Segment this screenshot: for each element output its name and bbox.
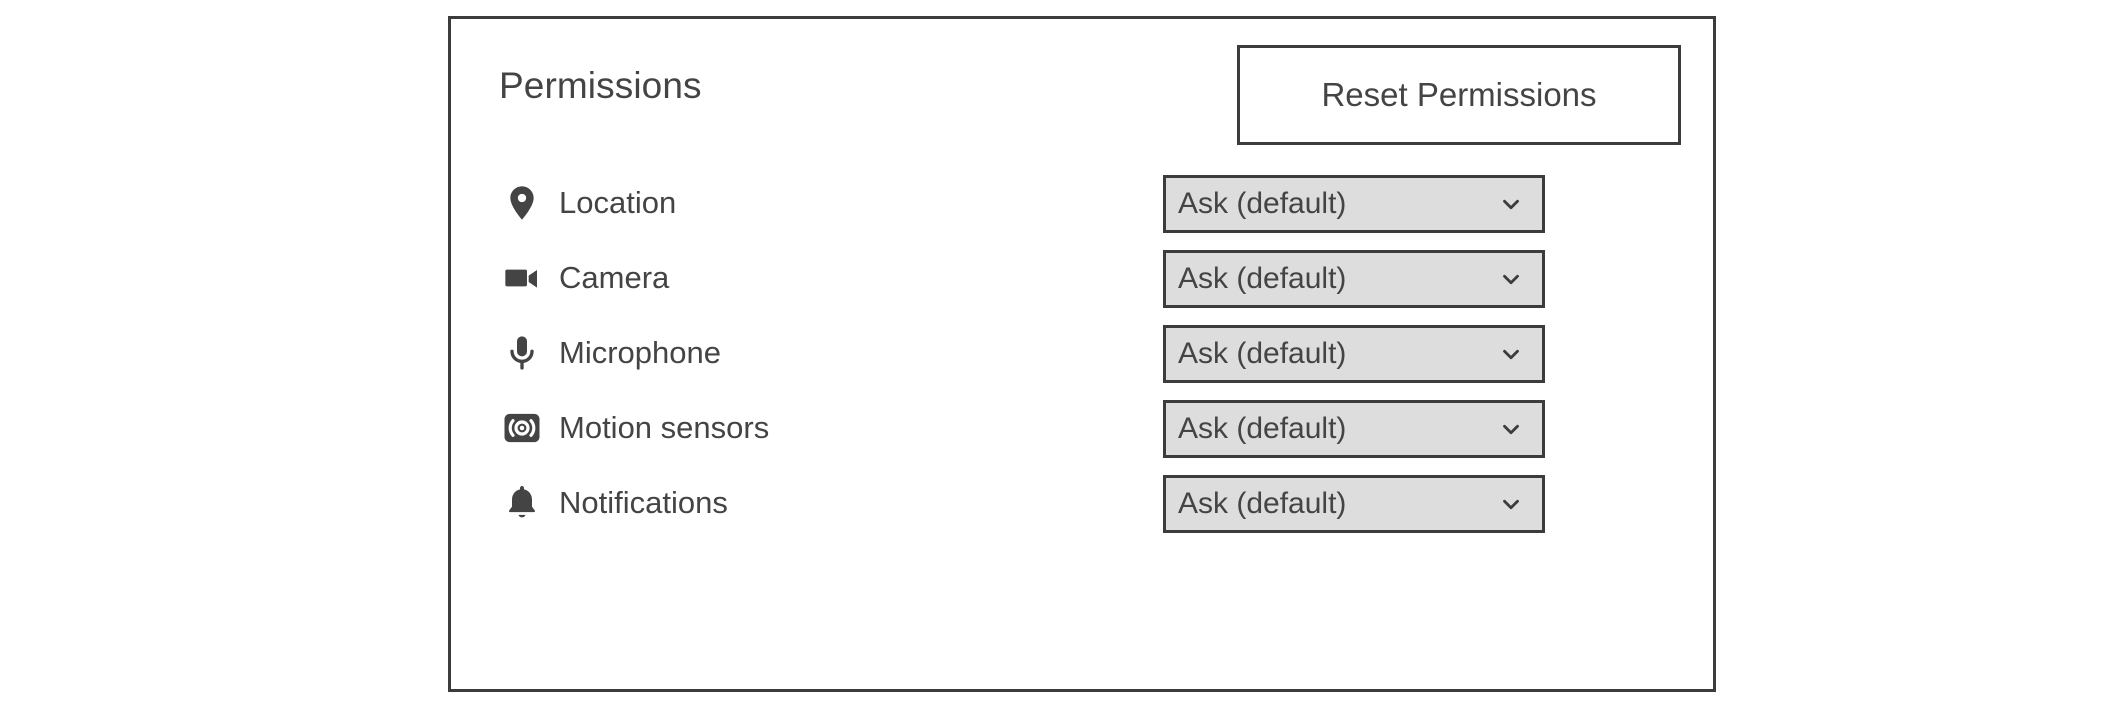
reset-permissions-button[interactable]: Reset Permissions: [1237, 45, 1681, 145]
card-header: Permissions Reset Permissions: [451, 19, 1713, 165]
chevron-down-icon: [1488, 328, 1534, 380]
permission-select-wrapper: Ask (default): [1163, 250, 1545, 308]
chevron-down-icon: [1488, 178, 1534, 230]
permission-row-camera: Camera Ask (default): [451, 240, 1713, 315]
chevron-down-icon: [1488, 403, 1534, 455]
permission-label: Microphone: [559, 334, 721, 370]
permission-select-wrapper: Ask (default): [1163, 175, 1545, 233]
permission-label-group: Motion sensors: [499, 390, 769, 465]
location-pin-icon: [499, 180, 545, 226]
permission-select-microphone[interactable]: Ask (default): [1163, 325, 1545, 383]
permission-label: Notifications: [559, 484, 728, 520]
permission-select-value: Ask (default): [1178, 262, 1347, 295]
page-title: Permissions: [499, 65, 702, 106]
permission-label-group: Location: [499, 165, 676, 240]
permission-select-value: Ask (default): [1178, 187, 1347, 220]
permission-select-notifications[interactable]: Ask (default): [1163, 475, 1545, 533]
permission-select-wrapper: Ask (default): [1163, 400, 1545, 458]
permission-label-group: Camera: [499, 240, 669, 315]
permission-select-wrapper: Ask (default): [1163, 475, 1545, 533]
permission-select-value: Ask (default): [1178, 337, 1347, 370]
permission-row-microphone: Microphone Ask (default): [451, 315, 1713, 390]
permission-select-value: Ask (default): [1178, 487, 1347, 520]
permission-select-camera[interactable]: Ask (default): [1163, 250, 1545, 308]
videocam-icon: [499, 255, 545, 301]
permission-label: Location: [559, 184, 677, 220]
permission-select-motion-sensors[interactable]: Ask (default): [1163, 400, 1545, 458]
permission-row-notifications: Notifications Ask (default): [451, 465, 1713, 540]
microphone-icon: [499, 330, 545, 376]
permissions-list: Location Ask (default): [451, 165, 1713, 540]
permissions-card: Permissions Reset Permissions Location A…: [448, 16, 1716, 692]
permission-row-location: Location Ask (default): [451, 165, 1713, 240]
permission-label-group: Notifications: [499, 465, 728, 540]
permission-label: Camera: [559, 259, 670, 295]
motion-sensor-icon: [499, 405, 545, 451]
chevron-down-icon: [1488, 253, 1534, 305]
permission-select-location[interactable]: Ask (default): [1163, 175, 1545, 233]
permission-row-motion-sensors: Motion sensors Ask (default): [451, 390, 1713, 465]
permission-select-value: Ask (default): [1178, 412, 1347, 445]
permission-select-wrapper: Ask (default): [1163, 325, 1545, 383]
chevron-down-icon: [1488, 478, 1534, 530]
bell-icon: [499, 480, 545, 526]
permission-label: Motion sensors: [559, 409, 770, 445]
permission-label-group: Microphone: [499, 315, 721, 390]
